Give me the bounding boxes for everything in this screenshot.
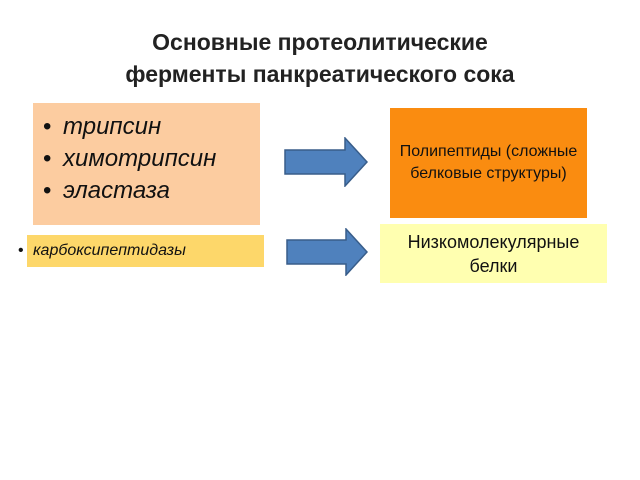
carboxy-bullet: • <box>18 242 24 259</box>
enzyme-item-trypsin: • трипсин <box>43 111 260 143</box>
enzyme-label: эластаза <box>63 177 170 204</box>
enzyme-item-elastase: • эластаза <box>43 175 260 207</box>
page-title: Основные протеолитические ферменты панкр… <box>0 26 640 90</box>
enzyme-list: • трипсин • химотрипсин • эластаза <box>43 111 260 207</box>
enzyme-item-chymotrypsin: • химотрипсин <box>43 143 260 175</box>
bullet: • <box>43 145 52 172</box>
carboxypeptidase-box: карбоксипептидазы <box>27 235 264 267</box>
carboxypeptidase-label: карбоксипептидазы <box>33 242 186 259</box>
polypeptides-label: Полипептиды (сложные белковые структуры) <box>399 143 578 182</box>
bullet: • <box>43 113 52 140</box>
title-line-1: Основные протеолитические <box>152 29 488 55</box>
right-arrow-icon <box>284 137 368 187</box>
enzyme-list-box: • трипсин • химотрипсин • эластаза <box>33 103 260 225</box>
title-line-2: ферменты панкреатического сока <box>125 61 515 87</box>
low-molecular-label: Низкомолекулярные белки <box>407 231 580 276</box>
low-molecular-proteins-box: Низкомолекулярные белки <box>380 224 607 283</box>
bullet: • <box>43 177 52 204</box>
enzyme-label: химотрипсин <box>63 145 217 172</box>
enzyme-label: трипсин <box>63 113 162 140</box>
polypeptides-box: Полипептиды (сложные белковые структуры) <box>390 108 587 218</box>
right-arrow-icon <box>286 228 368 276</box>
